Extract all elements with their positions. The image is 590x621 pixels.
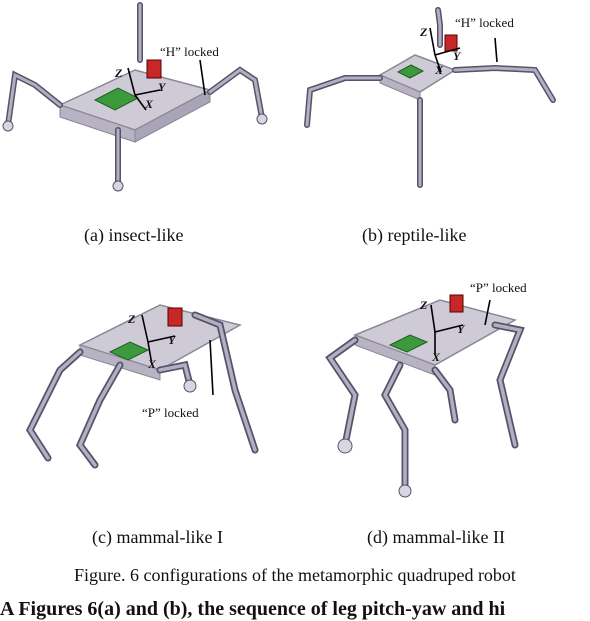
figure-caption: Figure. 6 configurations of the metamorp… (74, 565, 516, 585)
x-axis-label: X (432, 350, 441, 364)
mammal-like-2-robot-illustration (325, 294, 525, 498)
panel-reptile-like: Z Y X “H” locked (b) reptile-like (295, 0, 590, 250)
mammal-like-1-robot-illustration (25, 304, 259, 469)
z-axis-label: Z (115, 66, 123, 80)
body-text-cut-line: A Figures 6(a) and (b), the sequence of … (0, 598, 506, 620)
y-axis-label: Y (158, 80, 166, 94)
p-locked-annotation: “P” locked (470, 280, 527, 295)
panel-insect-like: Z Y X “H” locked (a) insect-like (0, 0, 295, 250)
caption-d: (d) mammal-like II (367, 527, 505, 547)
x-axis-label: X (148, 357, 157, 371)
caption-c: (c) mammal-like I (92, 527, 223, 547)
h-locked-annotation: “H” locked (160, 44, 219, 59)
y-axis-label: Y (457, 322, 465, 336)
h-locked-annotation: “H” locked (455, 15, 514, 30)
p-locked-annotation: “P” locked (142, 405, 199, 420)
x-axis-label: X (145, 97, 154, 111)
z-axis-label: Z (128, 312, 136, 326)
caption-a: (a) insect-like (84, 225, 184, 245)
z-axis-label: Z (420, 25, 428, 39)
z-axis-label: Z (420, 298, 428, 312)
reptile-like-robot-illustration (304, 7, 556, 188)
x-axis-label: X (435, 63, 444, 77)
y-axis-label: Y (453, 49, 461, 63)
panel-mammal-like-2: Z Y X “P” locked (d) mammal-like II (295, 270, 590, 560)
y-axis-label: Y (168, 333, 176, 347)
panel-mammal-like-1: Z Y X “P” locked (c) mammal-like I (0, 270, 295, 560)
caption-b: (b) reptile-like (362, 225, 467, 245)
insect-like-robot-illustration (2, 2, 268, 192)
